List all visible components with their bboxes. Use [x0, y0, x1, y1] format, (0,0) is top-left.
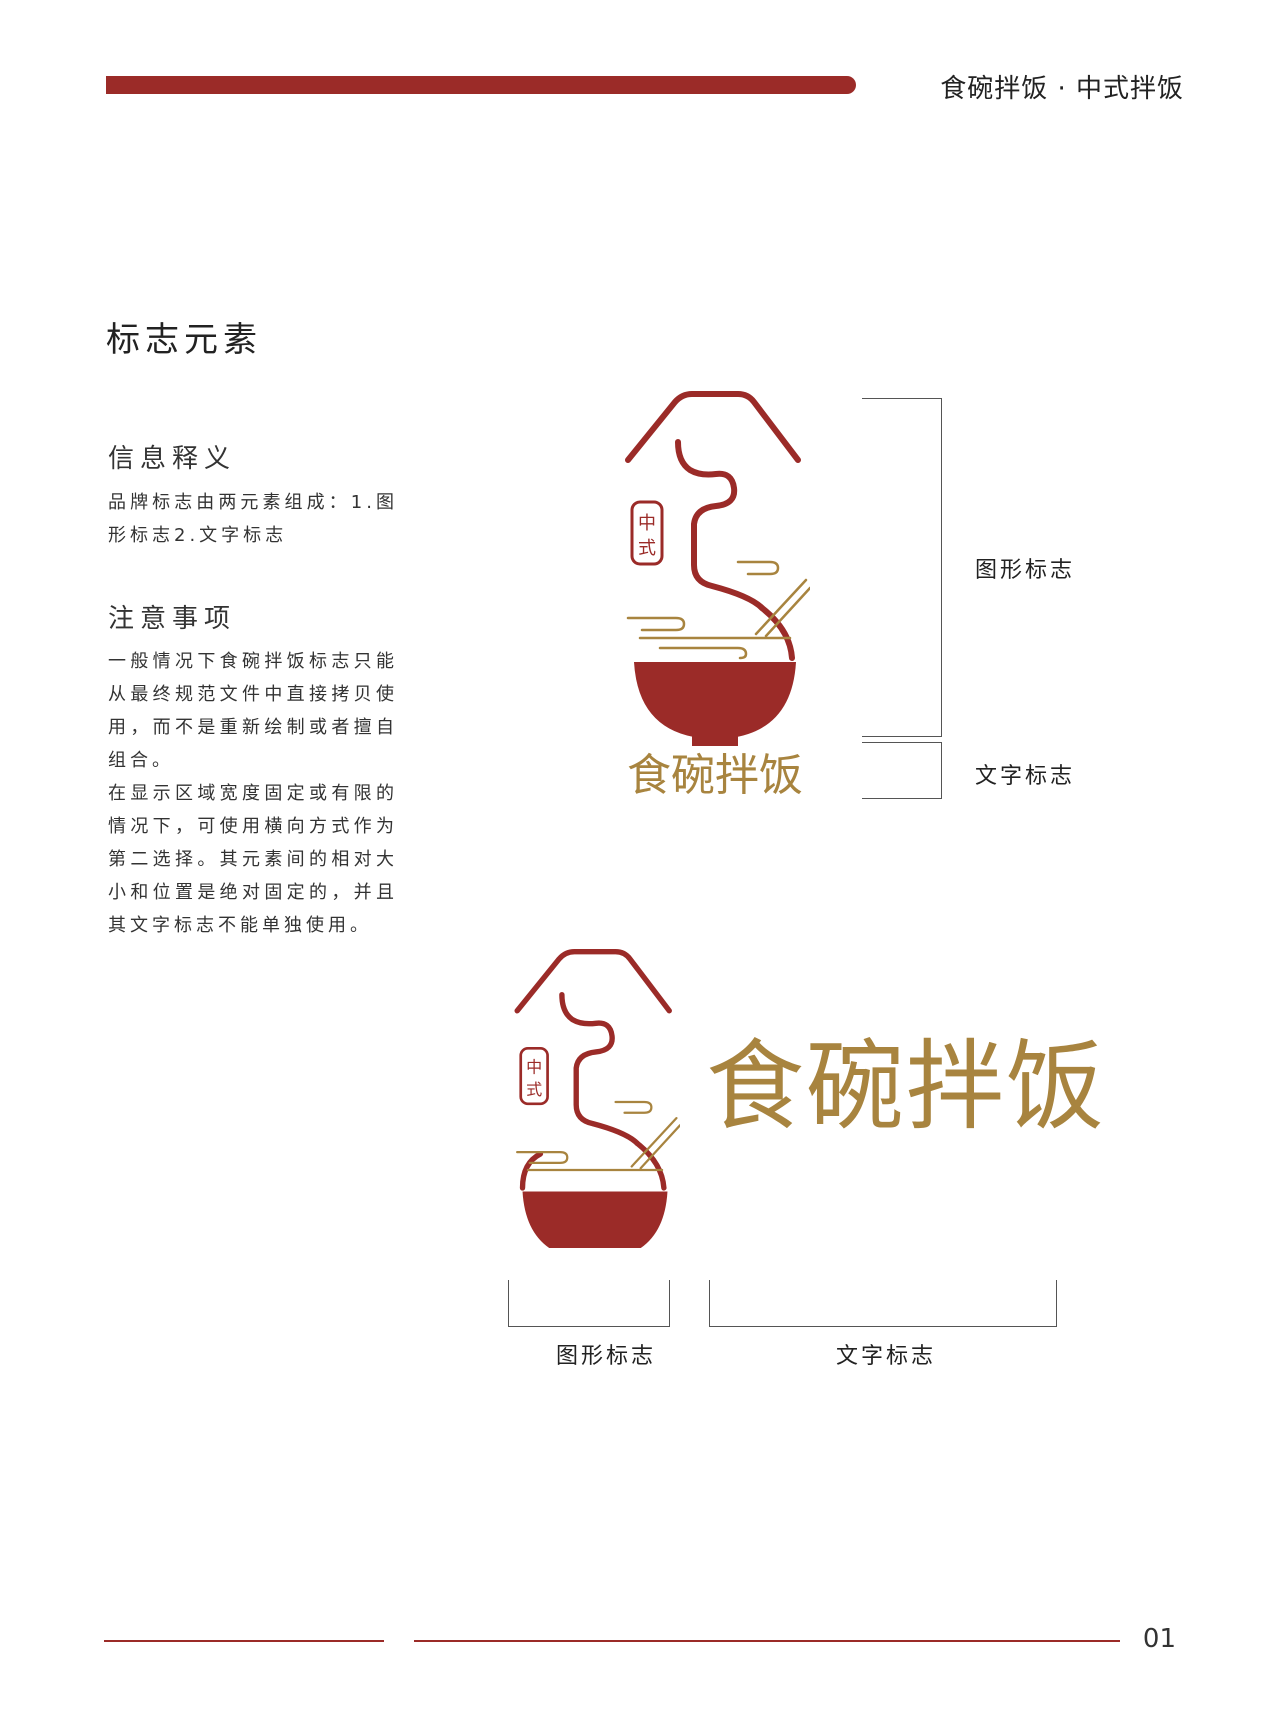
- bracket-text-side: [941, 742, 942, 798]
- bracket-h-text-bottom: [709, 1326, 1057, 1327]
- footer-line-left: [104, 1640, 384, 1642]
- horizontal-wordmark: 食碗拌饭: [706, 1030, 1107, 1144]
- seal-frame: [630, 500, 664, 566]
- info-heading: 信息释义: [108, 444, 237, 474]
- bowl-icon: [634, 662, 796, 738]
- label-vertical-text: 文字标志: [975, 764, 1076, 789]
- seal-char-1: 中: [638, 513, 656, 534]
- notes-heading: 注意事项: [108, 604, 237, 634]
- notes-paragraph-1: 一般情况下食碗拌饭标志只能从最终规范文件中直接拷贝使用，而不是重新绘制或者擅自组…: [108, 651, 398, 771]
- label-vertical-graphic: 图形标志: [975, 558, 1076, 583]
- notes-paragraph-2: 在显示区域宽度固定或有限的情况下，可使用横向方式作为第二选择。其元素间的相对大小…: [108, 783, 398, 936]
- bracket-h-graphic-left: [508, 1280, 509, 1326]
- seal-char-2: 式: [638, 538, 656, 559]
- notes-text: 一般情况下食碗拌饭标志只能从最终规范文件中直接拷贝使用，而不是重新绘制或者擅自组…: [108, 645, 398, 942]
- horizontal-logo-mark: 中 式: [514, 949, 682, 1260]
- bracket-text-top: [862, 742, 942, 743]
- label-horizontal-graphic: 图形标志: [556, 1344, 657, 1369]
- bracket-h-graphic-right: [669, 1280, 670, 1326]
- bracket-h-text-right: [1056, 1280, 1057, 1326]
- bracket-graphic-side: [941, 398, 942, 736]
- header-title: 食碗拌饭 · 中式拌饭: [940, 74, 1184, 104]
- vertical-wordmark: 食碗拌饭: [627, 750, 803, 800]
- section-title: 标志元素: [106, 320, 262, 360]
- page-number: 01: [1142, 1624, 1176, 1654]
- vertical-logo: 中 式 食碗拌饭: [620, 390, 812, 801]
- header-accent-bar: [106, 76, 856, 94]
- label-horizontal-text: 文字标志: [836, 1344, 937, 1369]
- horizontal-logo-graphic: 中 式: [510, 948, 682, 1260]
- info-text: 品牌标志由两元素组成：1.图形标志2.文字标志: [108, 486, 398, 552]
- bracket-h-text-left: [709, 1280, 710, 1326]
- bracket-h-graphic-bottom: [508, 1326, 670, 1327]
- svg-text:中: 中: [526, 1058, 542, 1077]
- bracket-graphic-top: [862, 398, 942, 399]
- footer-line-right: [414, 1640, 1120, 1642]
- bracket-graphic-bottom: [862, 736, 942, 737]
- svg-text:式: 式: [526, 1080, 542, 1099]
- vertical-logo-mark: 中 式 食碗拌饭: [625, 391, 812, 801]
- info-paragraph: 品牌标志由两元素组成：1.图形标志2.文字标志: [108, 492, 398, 546]
- bracket-text-bottom: [862, 798, 942, 799]
